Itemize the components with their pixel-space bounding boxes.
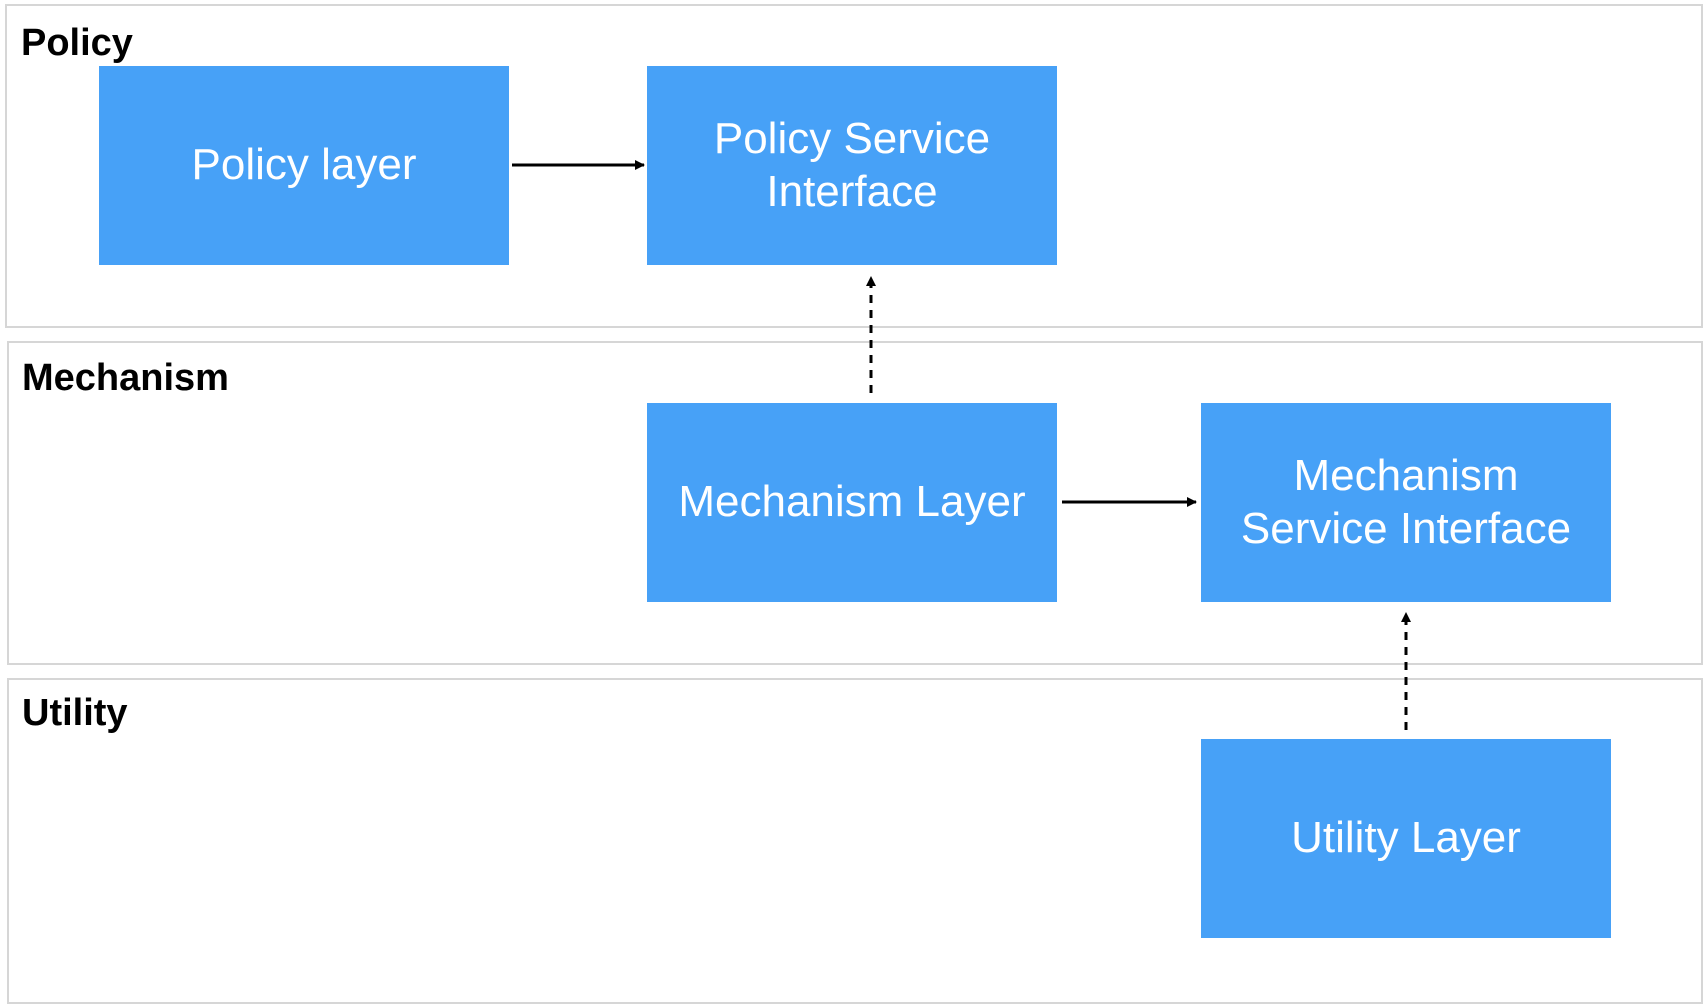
node-policy-layer[interactable]: Policy layer [99,66,509,265]
node-label-line: Utility Layer [1291,813,1521,863]
lane-title-mechanism: Mechanism [22,357,229,399]
node-label-line: Mechanism Layer [678,477,1026,527]
node-mechanism-service-interface[interactable]: Mechanism Service Interface [1201,403,1611,602]
node-label-line: Interface [766,166,938,216]
node-label-line: Policy Service [713,113,991,163]
node-label-line: Policy layer [191,140,417,190]
lane-title-policy: Policy [21,22,133,64]
lane-title-utility: Utility [22,692,128,734]
node-mechanism-layer[interactable]: Mechanism Layer [647,403,1057,602]
node-policy-service-interface[interactable]: Policy Service Interface [647,66,1057,265]
node-utility-layer[interactable]: Utility Layer [1201,739,1611,938]
node-label-line: Mechanism [1293,450,1519,500]
node-label-line: Service Interface [1240,503,1572,553]
